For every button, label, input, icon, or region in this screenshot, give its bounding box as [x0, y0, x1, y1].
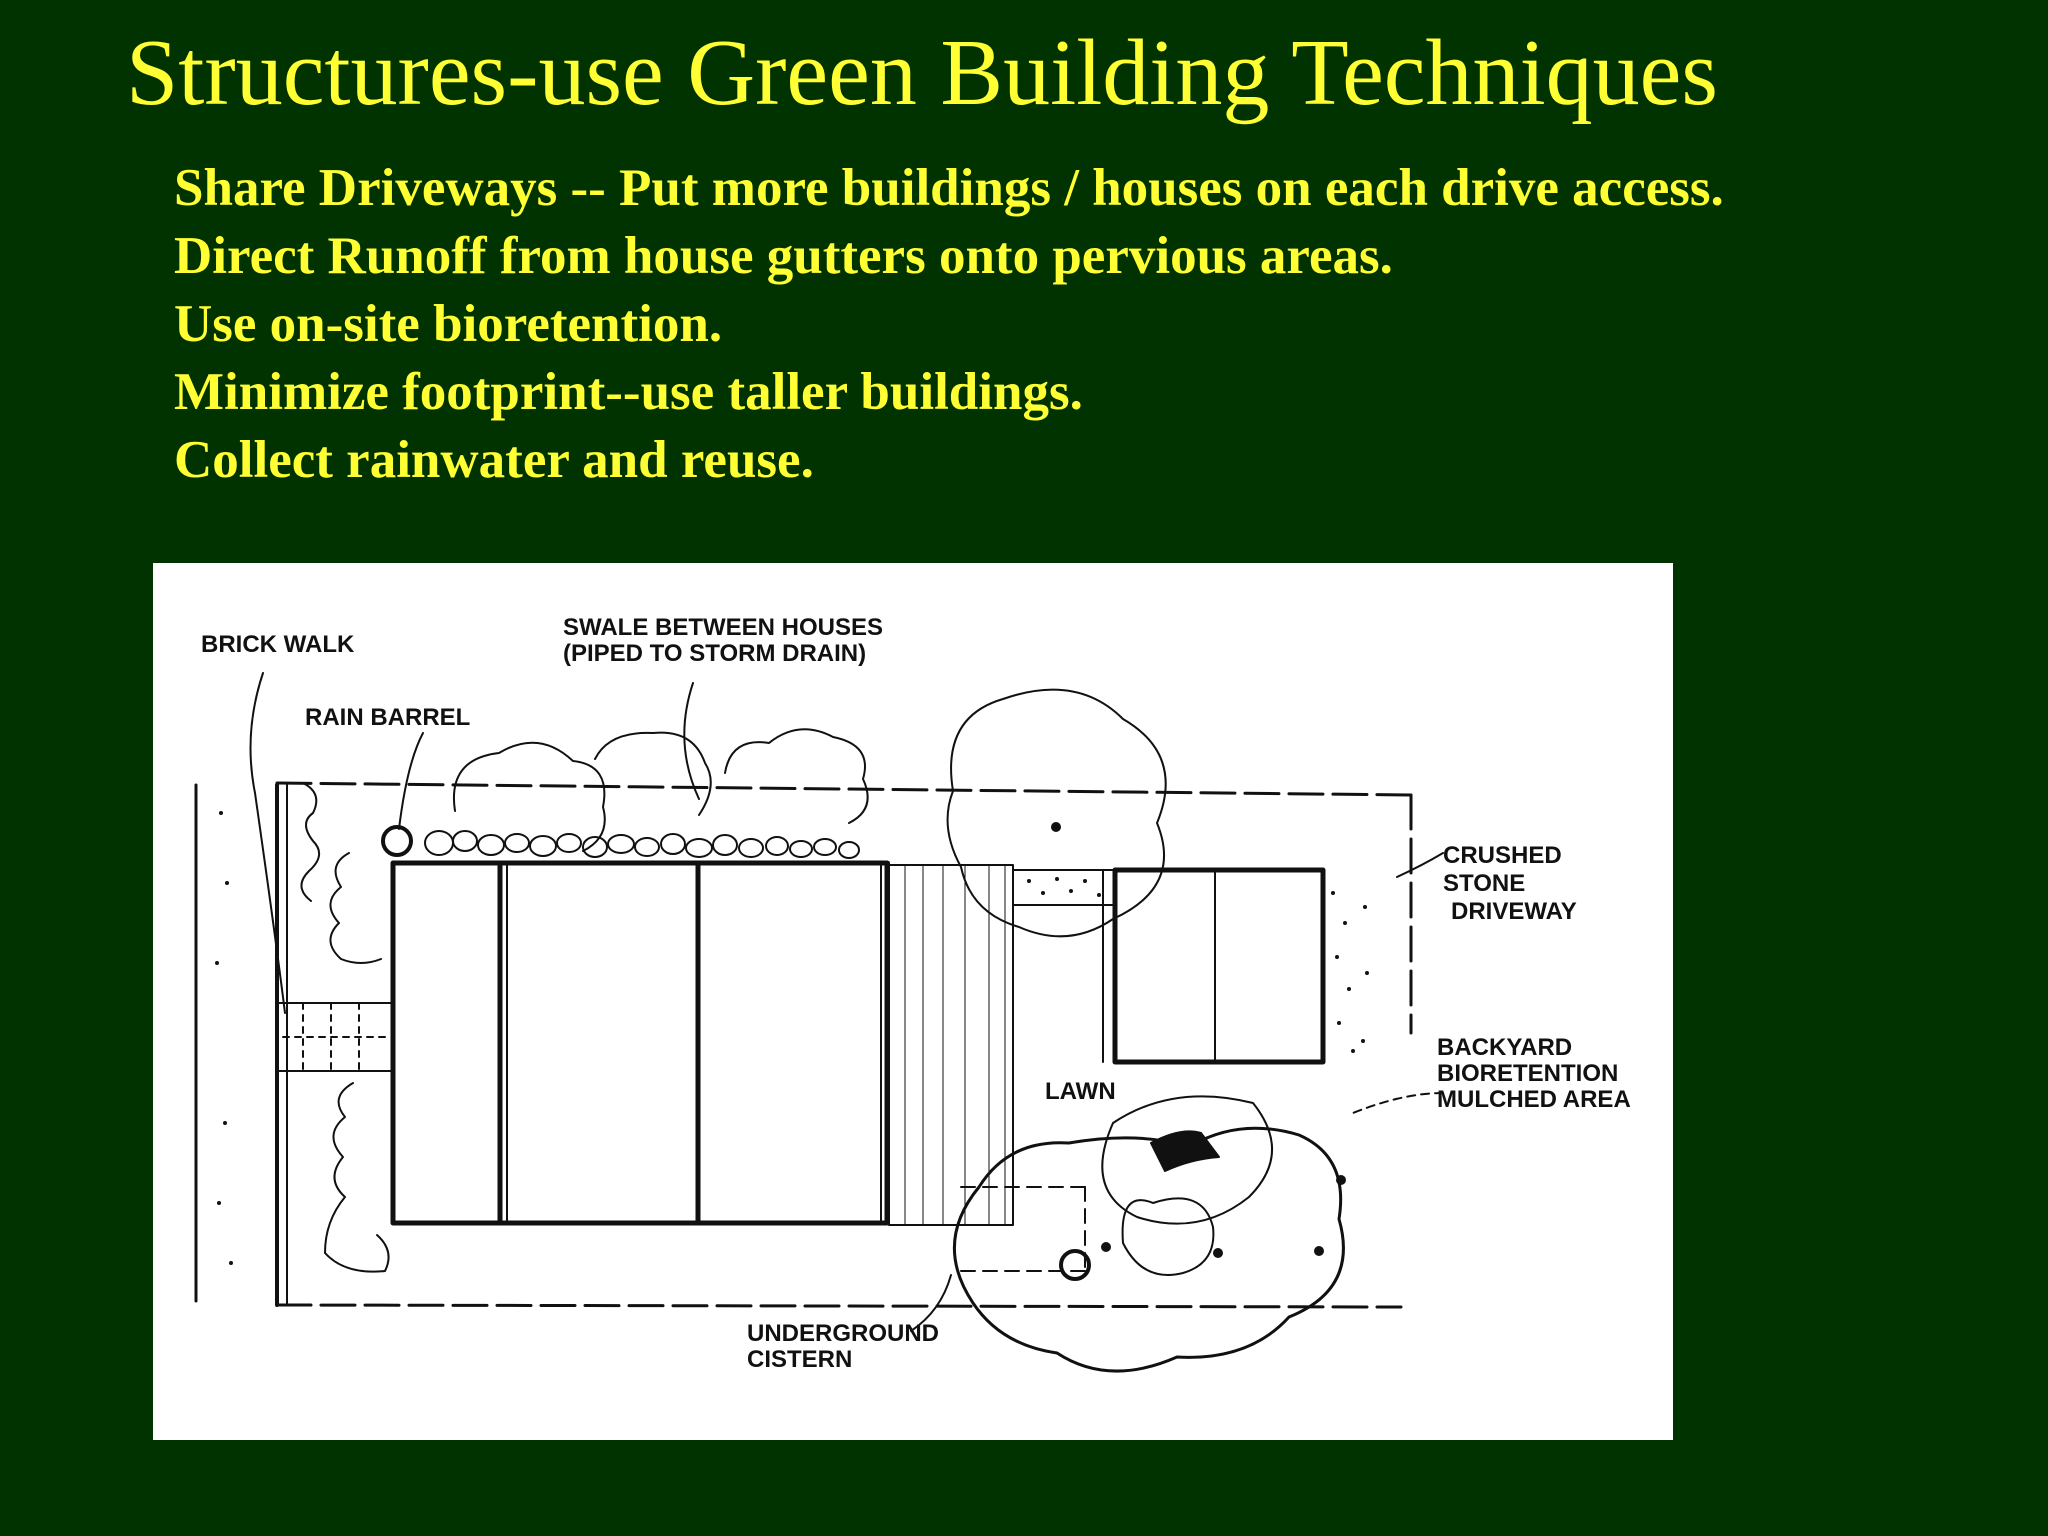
bullet-item: Share Driveways -- Put more buildings / … [174, 159, 1724, 217]
leader-crushed-stone [1396, 852, 1444, 878]
cistern-access-circle [1059, 1249, 1091, 1281]
leader-swale [683, 682, 700, 800]
label-swale-line2: (PIPED TO STORM DRAIN) [563, 640, 866, 667]
label-rain-barrel: RAIN BARREL [305, 704, 470, 731]
site-plan-figure: BRICK WALK SWALE BETWEEN HOUSES (PIPED T… [153, 563, 1673, 1440]
bullet-item: Minimize footprint--use taller buildings… [174, 363, 1083, 421]
label-cistern-line2: CISTERN [747, 1346, 852, 1373]
back-porch [888, 864, 1014, 1226]
swale-tree-1 [453, 741, 606, 852]
label-swale-line1: SWALE BETWEEN HOUSES [563, 614, 883, 641]
leader-cistern [910, 1274, 952, 1332]
front-shrubs-mid [329, 852, 382, 964]
leader-rain-barrel [398, 732, 424, 830]
rain-barrel-circle [381, 825, 413, 857]
bullet-item: Collect rainwater and reuse. [174, 431, 814, 489]
slide-title: Structures-use Green Building Techniques [126, 21, 1718, 125]
bullet-item: Use on-site bioretention. [174, 295, 723, 353]
bullet-list: Share Driveways -- Put more buildings / … [174, 154, 1734, 494]
label-cistern-line1: UNDERGROUND [747, 1320, 939, 1347]
label-lawn: LAWN [1045, 1078, 1116, 1105]
leader-brick-walk [249, 672, 286, 1014]
label-backyard-line3: MULCHED AREA [1437, 1086, 1631, 1113]
bioretention-inner-tree [1101, 1095, 1274, 1225]
lot-boundary-dashed [275, 781, 1413, 1309]
label-crushed-line2: STONE [1443, 870, 1525, 897]
label-crushed-line1: CRUSHED [1443, 842, 1562, 869]
bioretention-small-tree [1121, 1197, 1215, 1276]
bullet-item: Direct Runoff from house gutters onto pe… [174, 227, 1393, 285]
mulch-patch [1150, 1130, 1220, 1172]
label-backyard-line2: BIORETENTION [1437, 1060, 1618, 1087]
front-shrubs-top [300, 782, 320, 902]
label-brick-walk: BRICK WALK [201, 631, 355, 658]
site-plan-drawing: BRICK WALK SWALE BETWEEN HOUSES (PIPED T… [194, 614, 1631, 1373]
bioretention-area-outline [953, 1126, 1345, 1373]
diagram-labels: BRICK WALK SWALE BETWEEN HOUSES (PIPED T… [201, 614, 1631, 1373]
brick-walk-path [276, 1002, 394, 1072]
stone-swale [424, 830, 860, 859]
large-tree-canopy [946, 688, 1167, 938]
swale-tree-3 [724, 728, 869, 824]
label-crushed-line3: DRIVEWAY [1451, 898, 1577, 925]
front-shrubs-bottom [324, 1082, 390, 1273]
main-house [390, 860, 890, 1226]
swale-tree-2 [594, 731, 712, 816]
cistern-outline [960, 1186, 1086, 1272]
leader-bioretention [1352, 1092, 1444, 1114]
label-backyard-line1: BACKYARD [1437, 1034, 1572, 1061]
garage [1012, 867, 1326, 1065]
crushed-stone-stipple [215, 811, 1369, 1265]
